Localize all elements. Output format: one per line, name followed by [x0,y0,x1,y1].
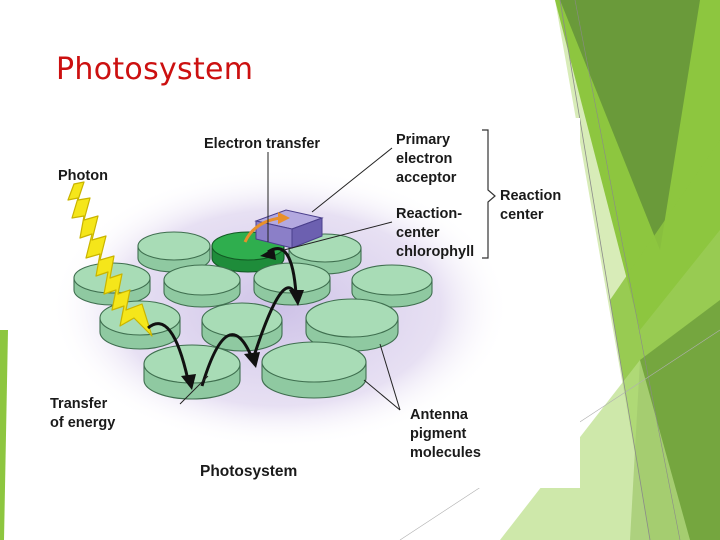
antenna-disk [201,302,283,352]
disk-row-4 [143,341,367,400]
label-antenna-pigment: Antenna pigment molecules [410,407,481,461]
label-reaction-center: Reaction center [500,188,565,223]
antenna-disk [143,344,241,400]
curved-arrow-icon [243,212,290,243]
lightning-bolt-icon [67,181,153,337]
label-electron-transfer: Electron transfer [204,136,320,152]
antenna-disk [351,264,433,308]
leader-lines [179,147,401,411]
bracket-icon [482,129,496,259]
disk-row-1 [137,231,362,275]
primary-acceptor-box [254,209,324,249]
antenna-disk [261,341,367,399]
antenna-disk [305,298,399,352]
photosystem-diagram: Electron transfer Photon Primary electro… [40,118,580,488]
label-primary-acceptor: Primary electron acceptor [396,132,457,186]
antenna-disk [163,264,241,308]
label-reaction-center-chlorophyll: Reaction- center chlorophyll [396,206,474,260]
slide-title: Photosystem [56,52,254,87]
diagram-caption: Photosystem [200,463,297,480]
label-transfer-of-energy: Transfer of energy [50,396,115,431]
label-photon: Photon [58,168,108,184]
energy-transfer-arrows [147,247,304,390]
